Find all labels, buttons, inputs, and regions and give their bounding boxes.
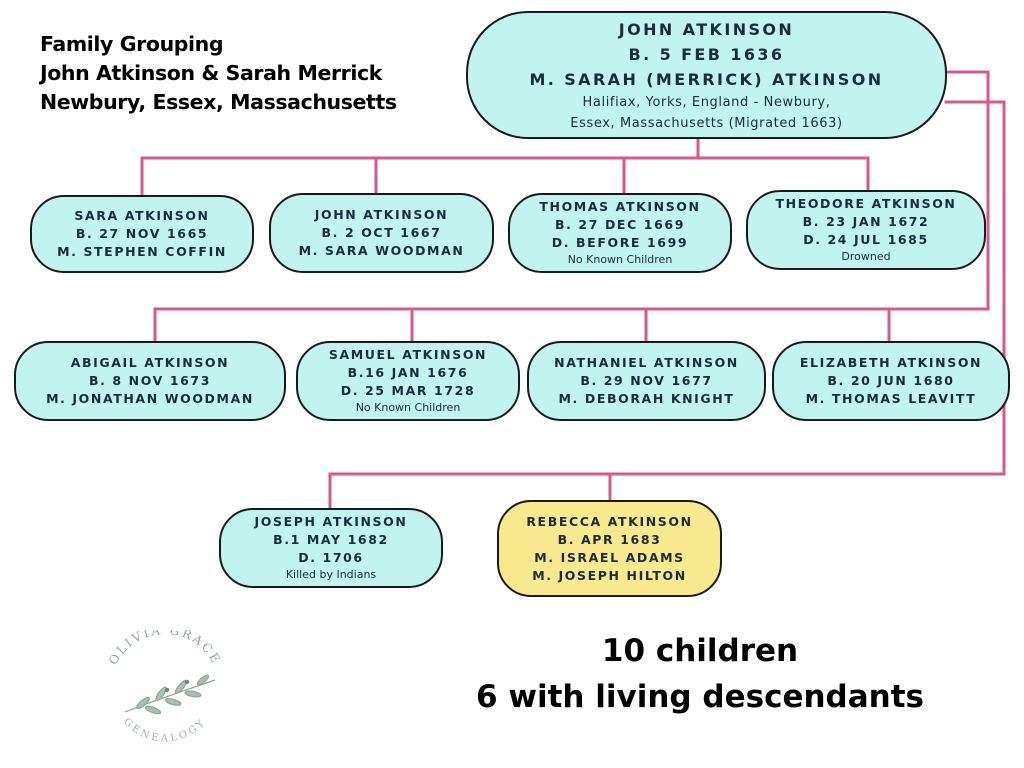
child-note: No Known Children (355, 401, 461, 414)
parent-note-1: Halifiax, Yorks, England - Newbury, (582, 94, 831, 110)
child-node-theodore-atkinson: THEODORE ATKINSON B. 23 JAN 1672 D. 24 J… (746, 190, 986, 270)
child-marriage: M. THOMAS LEAVITT (805, 391, 977, 406)
child-name: JOHN ATKINSON (314, 207, 449, 222)
summary-descendants-count: 6 with living descendants (475, 679, 925, 715)
parent-line-name: JOHN ATKINSON (618, 19, 795, 39)
child-node-elizabeth-atkinson: ELIZABETH ATKINSON B. 20 JUN 1680 M. THO… (772, 341, 1010, 421)
child-marriage: M. ISRAEL ADAMS (534, 549, 685, 565)
connector-row-2 (153, 70, 990, 343)
child-node-joseph-atkinson: JOSEPH ATKINSON B.1 MAY 1682 D. 1706 Kil… (219, 508, 443, 588)
child-birth: B. 27 NOV 1665 (75, 226, 209, 241)
child-marriage: M. STEPHEN COFFIN (57, 244, 227, 259)
logo-bottom-text: GENEALOGY (121, 716, 206, 744)
child-node-rebecca-atkinson: REBECCA ATKINSON B. APR 1683 M. ISRAEL A… (497, 500, 722, 597)
child-death: D. BEFORE 1699 (551, 235, 689, 250)
child-birth: B. 23 JAN 1672 (802, 214, 930, 229)
child-name: SAMUEL ATKINSON (328, 347, 488, 362)
child-name: SARA ATKINSON (74, 208, 210, 223)
child-name: JOSEPH ATKINSON (254, 514, 408, 529)
logo-top-text: OLIVIA GRACE (106, 630, 222, 667)
title-line-3: Newbury, Essex, Massachusetts (40, 90, 397, 114)
child-name: ELIZABETH ATKINSON (799, 355, 983, 370)
child-birth: B. 27 DEC 1669 (554, 217, 685, 232)
child-note: Killed by Indians (285, 568, 377, 581)
child-name: THOMAS ATKINSON (539, 199, 701, 214)
child-birth: B.16 JAN 1676 (347, 365, 469, 380)
child-marriage: M. DEBORAH KNIGHT (558, 391, 735, 406)
connector-row-3 (328, 100, 1006, 510)
child-note: No Known Children (567, 253, 673, 266)
parent-node-john-atkinson: JOHN ATKINSON B. 5 FEB 1636 M. SARAH (ME… (466, 11, 947, 139)
svg-text:GENEALOGY: GENEALOGY (121, 716, 209, 744)
child-marriage: M. SARA WOODMAN (298, 243, 465, 258)
child-birth: B. 8 NOV 1673 (88, 373, 212, 388)
child-node-sara-atkinson: SARA ATKINSON B. 27 NOV 1665 M. STEPHEN … (30, 195, 254, 273)
child-death: D. 1706 (298, 550, 364, 565)
child-name: ABIGAIL ATKINSON (70, 355, 230, 370)
child-death: D. 25 MAR 1728 (340, 383, 476, 398)
title-line-2: John Atkinson & Sarah Merrick (40, 61, 382, 85)
parent-note-2: Essex, Massachusetts (Migrated 1663) (570, 115, 843, 131)
olive-branch-icon (124, 674, 216, 715)
parent-line-birth: B. 5 FEB 1636 (628, 44, 785, 64)
summary-text: 10 children 6 with living descendants (440, 628, 960, 720)
child-node-abigail-atkinson: ABIGAIL ATKINSON B. 8 NOV 1673 M. JONATH… (14, 341, 286, 421)
child-birth: B. APR 1683 (557, 531, 662, 547)
child-name: NATHANIEL ATKINSON (554, 355, 739, 370)
child-death: D. 24 JUL 1685 (803, 232, 929, 247)
child-node-thomas-atkinson: THOMAS ATKINSON B. 27 DEC 1669 D. BEFORE… (508, 193, 732, 273)
child-node-john-atkinson: JOHN ATKINSON B. 2 OCT 1667 M. SARA WOOD… (269, 193, 494, 273)
olivia-grace-genealogy-logo: OLIVIA GRACE GENEALOGY (106, 630, 224, 745)
child-birth: B. 29 NOV 1677 (580, 373, 713, 388)
child-note: Drowned (841, 250, 891, 263)
child-name: THEODORE ATKINSON (775, 196, 957, 211)
child-birth: B.1 MAY 1682 (273, 532, 389, 547)
child-name: REBECCA ATKINSON (526, 513, 693, 529)
child-marriage: M. JONATHAN WOODMAN (46, 391, 254, 406)
svg-text:OLIVIA GRACE: OLIVIA GRACE (106, 630, 224, 667)
title-line-1: Family Grouping (40, 32, 224, 56)
child-birth: B. 2 OCT 1667 (321, 225, 442, 240)
child-birth: B. 20 JUN 1680 (827, 373, 955, 388)
parent-line-marriage: M. SARAH (MERRICK) ATKINSON (529, 69, 884, 89)
child-node-samuel-atkinson: SAMUEL ATKINSON B.16 JAN 1676 D. 25 MAR … (296, 341, 520, 421)
child-node-nathaniel-atkinson: NATHANIEL ATKINSON B. 29 NOV 1677 M. DEB… (527, 341, 766, 421)
chart-title: Family Grouping John Atkinson & Sarah Me… (40, 30, 397, 117)
summary-children-count: 10 children (601, 633, 799, 669)
child-marriage-2: M. JOSEPH HILTON (532, 567, 687, 583)
connector-row-1 (140, 138, 870, 197)
